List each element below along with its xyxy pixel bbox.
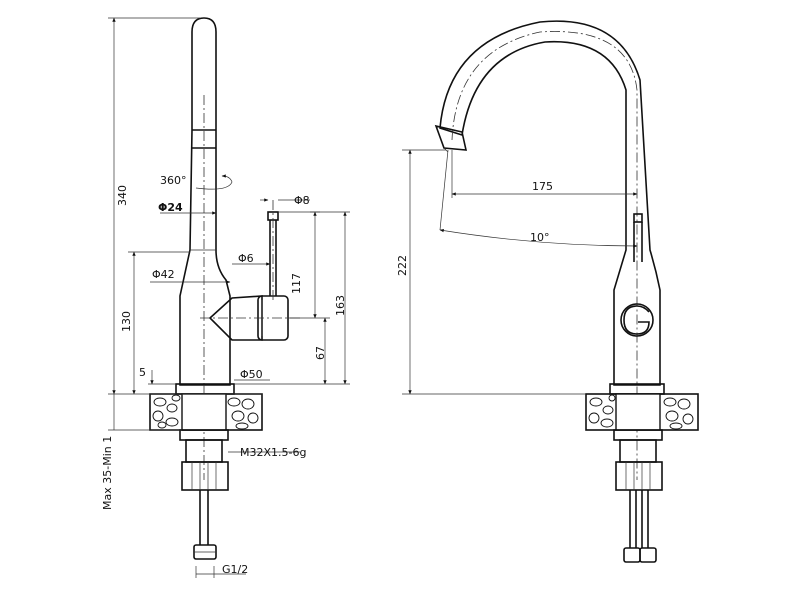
dimensions-front <box>402 149 638 395</box>
mount-thickness-label: Max 35-Min 1 <box>101 436 114 510</box>
side-view: 340 360° Φ24 Φ8 Φ6 Φ42 117 163 130 5 67 … <box>101 17 350 578</box>
handle <box>200 200 300 341</box>
mount-assembly-side <box>179 429 229 560</box>
swing-angle-label: 10° <box>530 231 550 244</box>
base-step-label: 5 <box>139 366 146 379</box>
spout-tube <box>179 17 231 386</box>
body-diameter-label: Φ42 <box>152 268 175 281</box>
total-height-label: 340 <box>116 185 129 206</box>
dimensions-side <box>108 17 350 578</box>
handle-center-height-label: 67 <box>314 346 327 360</box>
front-view: G <box>396 20 699 563</box>
body-height-label: 130 <box>120 311 133 332</box>
lever-base-diameter-label: Φ6 <box>238 252 254 265</box>
gooseneck-spout <box>434 20 661 480</box>
mount-assembly-front <box>613 429 663 563</box>
handle-height-label: 163 <box>334 295 347 316</box>
lever-height-label: 117 <box>290 273 303 294</box>
lever-diameter-label: Φ8 <box>294 194 310 207</box>
countertop-side <box>149 393 263 431</box>
spout-height-label: 222 <box>396 255 409 276</box>
reach-label: 175 <box>532 180 553 193</box>
countertop-front <box>585 393 699 431</box>
front-lever <box>633 213 643 262</box>
brand-logo: G <box>620 303 654 337</box>
rotation-label: 360° <box>160 174 187 187</box>
hose-thread-label: G1/2 <box>222 563 248 576</box>
spout-diameter-label: Φ24 <box>158 201 183 214</box>
rotation-arrow <box>195 174 233 190</box>
base-diameter-label: Φ50 <box>240 368 263 381</box>
thread-label: M32X1.5-6g <box>240 446 306 459</box>
